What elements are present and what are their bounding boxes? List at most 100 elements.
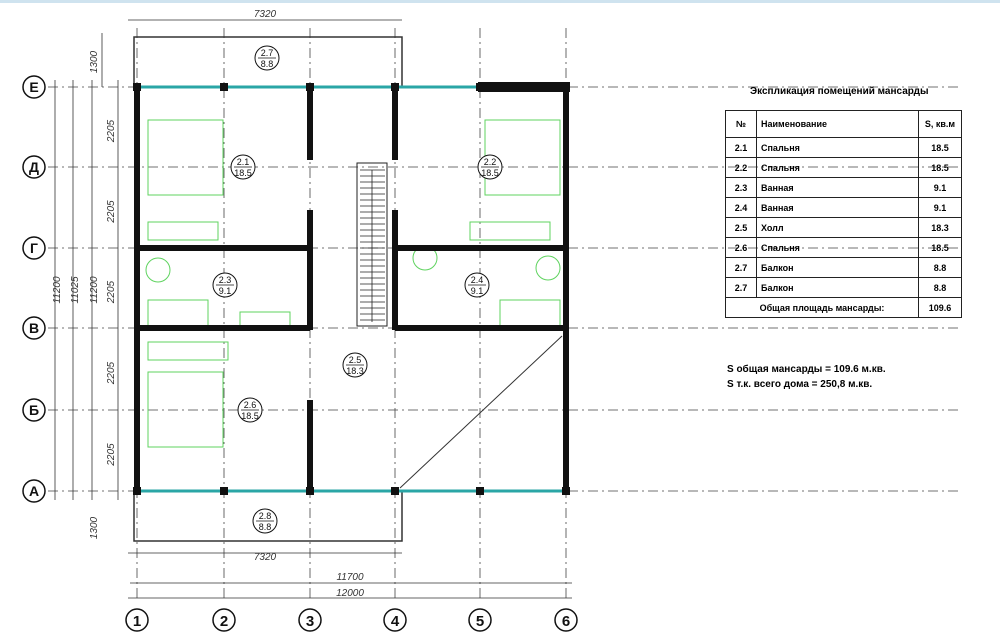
dim-row-span: 2205 <box>106 280 117 304</box>
axis-label-5: 5 <box>476 613 484 630</box>
axis-bubble <box>22 75 46 99</box>
column <box>133 83 141 91</box>
table-header-row: № Наименование S, кв.м <box>725 110 962 138</box>
summary-house-area: S т.к. всего дома = 250,8 м.кв. <box>727 379 873 390</box>
furniture-icon <box>147 221 219 241</box>
room-area: 9.1 <box>918 177 962 198</box>
total-row: Общая площадь мансарды:109.6 <box>725 297 962 318</box>
axis-bubble <box>383 608 407 632</box>
column <box>220 83 228 91</box>
room-number: 2.3 <box>725 177 757 198</box>
column <box>133 487 141 495</box>
wall-corner <box>478 82 570 92</box>
furniture-icon <box>147 299 209 327</box>
room-tag-area: 8.8 <box>259 522 272 532</box>
bath-fixture-icon <box>145 257 171 283</box>
axis-bubble <box>125 608 149 632</box>
dim-overall-width: 12000 <box>336 588 364 599</box>
axis-label-2: 2 <box>220 613 228 630</box>
axis-bubble <box>468 608 492 632</box>
dim-balcony-depth-top: 1300 <box>89 50 100 73</box>
room-number: 2.6 <box>725 237 757 258</box>
header-area: S, кв.м <box>918 110 962 138</box>
dim-balcony-depth-bottom: 1300 <box>89 516 100 539</box>
room-number: 2.4 <box>725 197 757 218</box>
room-name: Спальня <box>756 137 919 158</box>
column <box>562 487 570 495</box>
axis-label-3: 3 <box>306 613 314 630</box>
room-tag-area: 18.5 <box>481 168 499 178</box>
dim-axis-span: 11700 <box>336 572 364 583</box>
room-tag-number: 2.5 <box>349 355 362 365</box>
room-area: 18.3 <box>918 217 962 238</box>
column <box>306 487 314 495</box>
total-label: Общая площадь мансарды: <box>725 297 919 318</box>
room-area: 18.5 <box>918 137 962 158</box>
bath-fixture-icon <box>535 255 561 281</box>
room-name: Ванная <box>756 177 919 198</box>
axis-label-Б: Б <box>29 402 39 418</box>
room-tag-number: 2.8 <box>259 511 272 521</box>
dim-top-balcony: 7320 <box>254 9 277 20</box>
room-tag-number: 2.6 <box>244 400 257 410</box>
room-name: Ванная <box>756 197 919 218</box>
furniture-icon <box>147 371 224 448</box>
axis-label-В: В <box>29 320 39 336</box>
room-number: 2.5 <box>725 217 757 238</box>
furniture-icon <box>469 221 551 241</box>
room-tag-area: 18.5 <box>241 411 259 421</box>
room-tag-number: 2.4 <box>471 275 484 285</box>
room-tag-area: 8.8 <box>261 59 274 69</box>
column <box>306 83 314 91</box>
room-number: 2.2 <box>725 157 757 178</box>
furniture-icon <box>147 119 224 196</box>
total-value: 109.6 <box>918 297 962 318</box>
room-name: Спальня <box>756 237 919 258</box>
room-tag-number: 2.7 <box>261 48 274 58</box>
room-area: 8.8 <box>918 277 962 298</box>
axis-label-А: А <box>29 483 39 499</box>
room-area: 18.5 <box>918 157 962 178</box>
axis-bubble <box>22 236 46 260</box>
header-name: Наименование <box>756 110 919 138</box>
room-tag-area: 9.1 <box>471 286 484 296</box>
room-tag-number: 2.1 <box>237 157 250 167</box>
column <box>476 487 484 495</box>
dim-row-span: 2205 <box>106 361 117 385</box>
room-name: Спальня <box>756 157 919 178</box>
header-number: № <box>725 110 757 138</box>
dim-row-span: 2205 <box>106 200 117 224</box>
explication-title: Экспликация помещений мансарды <box>750 86 929 97</box>
axis-label-6: 6 <box>562 613 570 630</box>
column <box>220 487 228 495</box>
room-name: Холл <box>756 217 919 238</box>
axis-bubble <box>22 398 46 422</box>
dim-bottom-balcony: 7320 <box>254 552 277 563</box>
room-tag-number: 2.2 <box>484 157 497 167</box>
axis-bubble <box>22 479 46 503</box>
room-tag-area: 18.5 <box>234 168 252 178</box>
column <box>391 487 399 495</box>
area-summary: S общая мансарды = 109.6 м.кв. S т.к. вс… <box>727 362 886 392</box>
room-number: 2.7 <box>725 257 757 278</box>
axis-bubble <box>212 608 236 632</box>
stair-void-diagonal <box>399 335 563 489</box>
dim-overall-height-outer: 11200 <box>52 276 63 304</box>
room-tag-number: 2.3 <box>219 275 232 285</box>
axis-label-1: 1 <box>133 613 141 630</box>
dim-row-span: 2205 <box>106 119 117 143</box>
room-number: 2.1 <box>725 137 757 158</box>
dim-row-span: 2205 <box>106 443 117 467</box>
axis-label-Д: Д <box>29 159 39 175</box>
axis-label-Е: Е <box>29 79 38 95</box>
axis-bubble <box>298 608 322 632</box>
axis-bubble <box>22 155 46 179</box>
room-tag-area: 9.1 <box>219 286 232 296</box>
